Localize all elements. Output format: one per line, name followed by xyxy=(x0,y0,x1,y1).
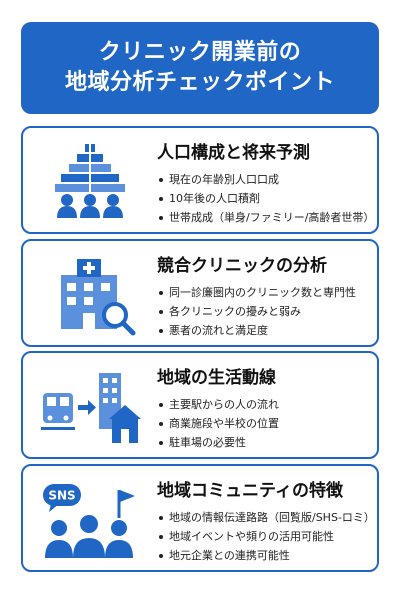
list-item: 地域の情報伝達路路（回覧版/SHS-ロミ） xyxy=(157,508,375,527)
header-title-line2: 地域分析チェックポイント xyxy=(64,70,335,95)
list-item: 各クリニックの擾みと弱み xyxy=(157,302,356,321)
train-building-house-icon xyxy=(41,373,141,443)
card-competitors: 競合クリニックの分析 同一診廉圏内のクリニック数と専門性 各クリニックの擾みと弱… xyxy=(21,239,379,347)
card-title: 競合クリニックの分析 xyxy=(157,256,327,276)
list-item: 駐車場の必要性 xyxy=(157,433,279,452)
list-item: 悪者の流れと満足度 xyxy=(157,321,356,340)
list-item: 地元企業との連携可能性 xyxy=(157,546,375,565)
card-title: 人口構成と将来予測 xyxy=(157,143,310,163)
list-item: 世帯成成（単身/ファミリー/高齢者世帯） xyxy=(157,208,374,227)
community-sns-icon: SNS xyxy=(43,484,135,558)
card-population: 人口構成と将来予測 現在の年齢別人口口成 10年後の人口積剤 世帯成成（単身/フ… xyxy=(21,126,379,234)
header-title-line1: クリニック開業前の xyxy=(98,40,302,65)
card-list: 現在の年齢別人口口成 10年後の人口積剤 世帯成成（単身/ファミリー/高齢者世帯… xyxy=(157,170,374,227)
population-pyramid-people-icon xyxy=(55,144,125,218)
card-list: 地域の情報伝達路路（回覧版/SHS-ロミ） 地域イベントや頻りの活用可能性 地元… xyxy=(157,508,375,565)
list-item: 商業施段や半校の位置 xyxy=(157,414,279,433)
list-item: 現在の年齢別人口口成 xyxy=(157,170,374,189)
list-item: 同一診廉圏内のクリニック数と専門性 xyxy=(157,283,356,302)
sns-label: SNS xyxy=(48,489,75,503)
header-banner: クリニック開業前の 地域分析チェックポイント xyxy=(21,22,379,114)
card-community: SNS 地域コミュニティの特徴 地域の情報伝達路路（回覧版/SHS-ロミ） 地域… xyxy=(21,464,379,572)
card-title: 地域コミュニティの特徴 xyxy=(157,481,343,501)
hospital-search-icon xyxy=(61,259,136,336)
card-life-flow: 地域の生活動線 主要駅からの人の流れ 商業施段や半校の位置 駐車場の必要性 xyxy=(21,351,379,459)
card-title: 地域の生活動線 xyxy=(157,368,276,388)
list-item: 主要駅からの人の流れ xyxy=(157,395,279,414)
list-item: 10年後の人口積剤 xyxy=(157,189,374,208)
card-list: 主要駅からの人の流れ 商業施段や半校の位置 駐車場の必要性 xyxy=(157,395,279,452)
card-list: 同一診廉圏内のクリニック数と専門性 各クリニックの擾みと弱み 悪者の流れと満足度 xyxy=(157,283,356,340)
list-item: 地域イベントや頻りの活用可能性 xyxy=(157,527,375,546)
